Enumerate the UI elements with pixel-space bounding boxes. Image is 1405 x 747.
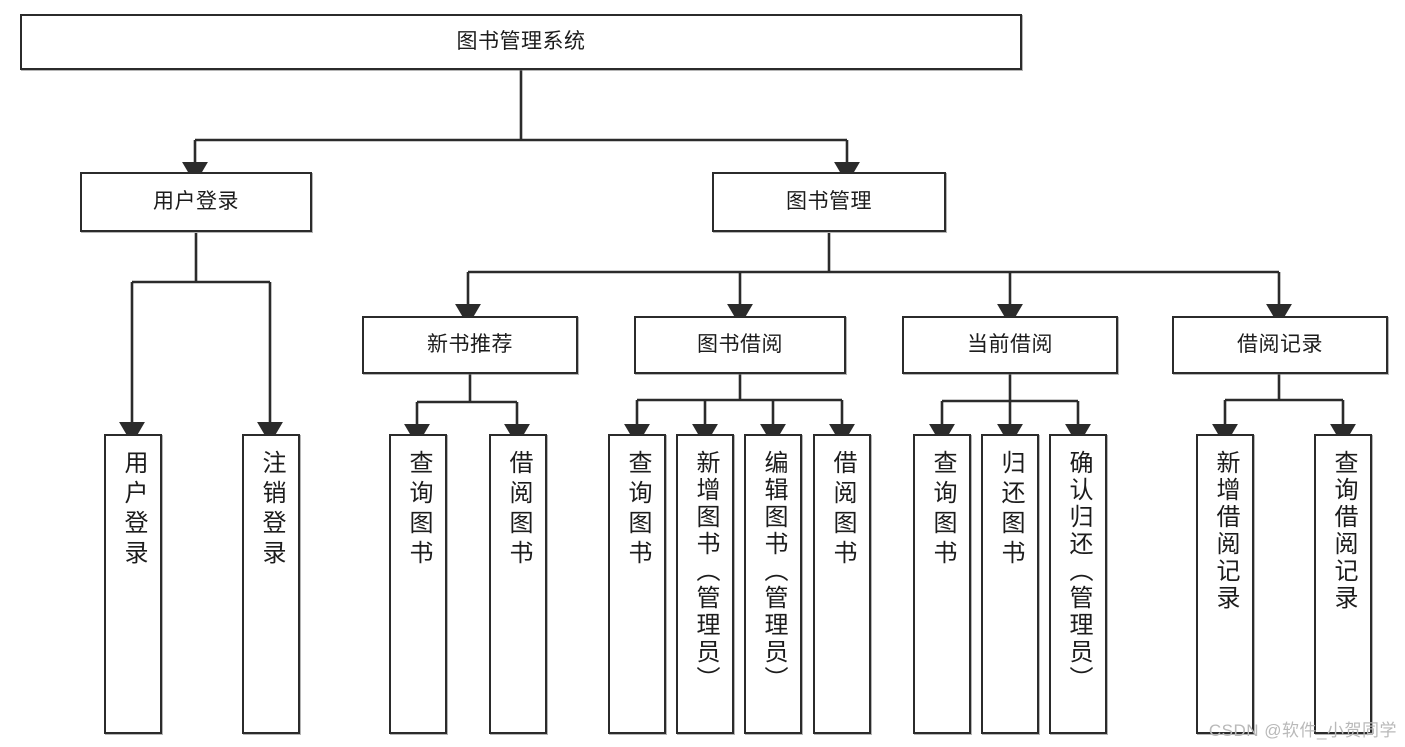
leaf-user-login-label: 用户登录 <box>120 450 147 570</box>
node-book-management-label: 图书管理 <box>786 190 872 214</box>
leaf-query-book-borrow[interactable]: 查询图书 <box>608 434 666 734</box>
node-current-borrow[interactable]: 当前借阅 <box>902 316 1118 374</box>
leaf-return-book-label: 归还图书 <box>997 450 1024 570</box>
leaf-query-book-newbook-label: 查询图书 <box>405 450 432 570</box>
leaf-query-borrow-record-label: 查询借阅记录 <box>1330 450 1357 612</box>
node-root[interactable]: 图书管理系统 <box>20 14 1022 70</box>
node-borrow-record-label: 借阅记录 <box>1237 333 1323 357</box>
node-book-borrow-label: 图书借阅 <box>697 333 783 357</box>
node-user-login-label: 用户登录 <box>153 190 239 214</box>
leaf-logout-label: 注销登录 <box>258 450 285 570</box>
leaf-query-book-current[interactable]: 查询图书 <box>913 434 971 734</box>
leaf-borrow-book-borrow-label: 借阅图书 <box>829 450 856 570</box>
leaf-query-book-current-label: 查询图书 <box>929 450 956 570</box>
node-book-borrow[interactable]: 图书借阅 <box>634 316 846 374</box>
leaf-query-borrow-record[interactable]: 查询借阅记录 <box>1314 434 1372 734</box>
leaf-borrow-book-newbook[interactable]: 借阅图书 <box>489 434 547 734</box>
leaf-query-book-newbook[interactable]: 查询图书 <box>389 434 447 734</box>
node-new-book-recommend[interactable]: 新书推荐 <box>362 316 578 374</box>
leaf-borrow-book-newbook-label: 借阅图书 <box>505 450 532 570</box>
leaf-return-book[interactable]: 归还图书 <box>981 434 1039 734</box>
leaf-edit-book-admin-label: 编辑图书（管理员） <box>760 450 787 693</box>
node-book-management[interactable]: 图书管理 <box>712 172 946 232</box>
watermark-text: CSDN @软件_小贺同学 <box>1208 721 1397 740</box>
node-user-login[interactable]: 用户登录 <box>80 172 312 232</box>
leaf-add-borrow-record[interactable]: 新增借阅记录 <box>1196 434 1254 734</box>
leaf-add-borrow-record-label: 新增借阅记录 <box>1212 450 1239 612</box>
leaf-query-book-borrow-label: 查询图书 <box>624 450 651 570</box>
leaf-add-book-admin[interactable]: 新增图书（管理员） <box>676 434 734 734</box>
leaf-confirm-return-admin-label: 确认归还（管理员） <box>1065 450 1092 693</box>
node-new-book-recommend-label: 新书推荐 <box>427 333 513 357</box>
node-current-borrow-label: 当前借阅 <box>967 333 1053 357</box>
leaf-add-book-admin-label: 新增图书（管理员） <box>692 450 719 693</box>
node-borrow-record[interactable]: 借阅记录 <box>1172 316 1388 374</box>
leaf-logout[interactable]: 注销登录 <box>242 434 300 734</box>
leaf-edit-book-admin[interactable]: 编辑图书（管理员） <box>744 434 802 734</box>
leaf-user-login[interactable]: 用户登录 <box>104 434 162 734</box>
leaf-confirm-return-admin[interactable]: 确认归还（管理员） <box>1049 434 1107 734</box>
node-root-label: 图书管理系统 <box>456 30 586 54</box>
leaf-borrow-book-borrow[interactable]: 借阅图书 <box>813 434 871 734</box>
